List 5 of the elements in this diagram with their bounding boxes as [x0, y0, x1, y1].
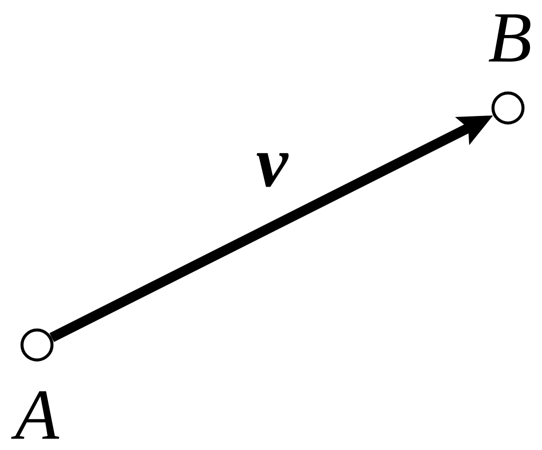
- vector-label: v: [255, 152, 289, 188]
- point-label: B: [488, 14, 530, 62]
- point-circle: [492, 92, 524, 124]
- point-circle: [20, 328, 54, 362]
- point-label: A: [11, 391, 60, 439]
